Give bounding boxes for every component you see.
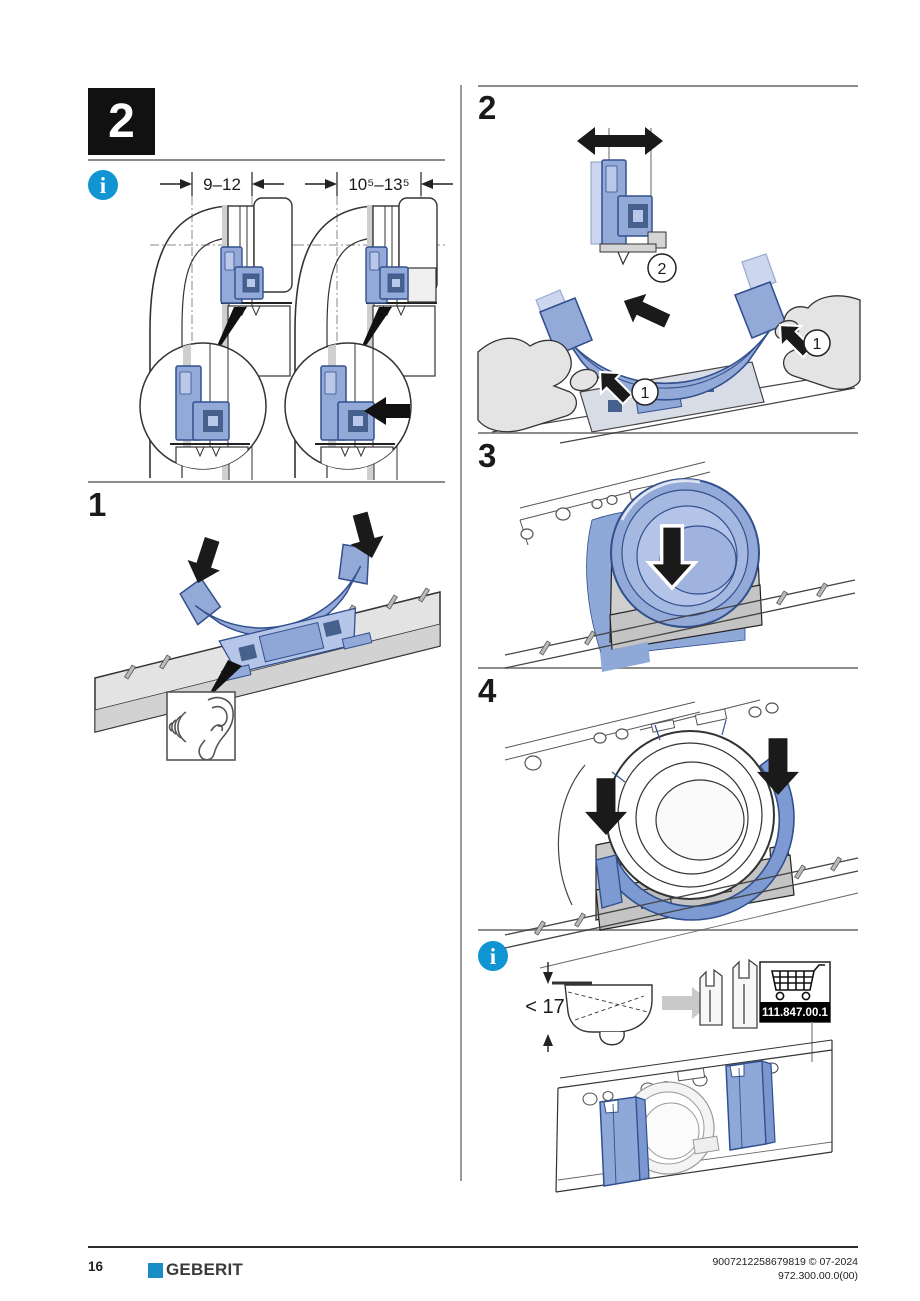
fixing-clip <box>220 246 264 304</box>
footer-page-number: 16 <box>88 1259 104 1274</box>
info-icon: i <box>478 941 508 971</box>
figure-offset-dimensions: 9–12 <box>139 172 453 480</box>
part-number: 111.847.00.1 <box>762 1007 828 1019</box>
elbow-dim-left: 9–12 <box>139 172 300 480</box>
svg-text:2: 2 <box>658 261 667 278</box>
geberit-logo-text: GEBERIT <box>166 1260 243 1279</box>
rule-right-step2 <box>478 85 858 87</box>
wall-opening-below <box>600 642 650 672</box>
pipe-socket-ring <box>605 730 775 900</box>
order-badge: 111.847.00.1 <box>759 961 831 1023</box>
pipe-bracket <box>179 543 373 682</box>
spacer-bracket <box>699 968 723 1026</box>
column-divider <box>460 85 462 1181</box>
elbow-dim-right: 10⁵–13⁵ <box>284 172 453 480</box>
dimension-label-right: 10⁵–13⁵ <box>348 175 409 194</box>
detail-view-right <box>315 343 410 469</box>
callout-1: 1 <box>803 329 831 357</box>
rule-right-step4 <box>478 667 858 669</box>
arrow-remove-icon <box>612 281 678 341</box>
spacer-installed <box>725 1060 776 1151</box>
step-4-heading: 4 <box>478 672 497 709</box>
rule-right-step3 <box>478 432 858 434</box>
step-3-heading: 3 <box>478 437 497 474</box>
figure-step2-release-bracket: 1 1 2 <box>477 253 861 444</box>
svg-text:1: 1 <box>641 385 650 402</box>
fixing-clip <box>365 246 409 304</box>
figure-step1-snap-bracket <box>94 509 441 761</box>
click-pointer <box>206 660 242 700</box>
ear-icon <box>168 696 234 761</box>
click-sound-box <box>166 691 236 761</box>
geberit-logo: GEBERIT <box>148 1260 243 1280</box>
rule-right-note <box>478 929 858 931</box>
callout-1: 1 <box>631 378 659 406</box>
document-version: 972.300.00.0(00) <box>778 1269 858 1282</box>
footer-rule <box>88 1246 858 1248</box>
cart-icon <box>771 964 825 1001</box>
spacer-bracket <box>732 958 758 1029</box>
document-code: 9007212258679819 © 07-2024 <box>712 1256 858 1268</box>
left-hand <box>477 337 577 433</box>
figure-step3-insert-bend <box>504 461 856 672</box>
svg-text:1: 1 <box>813 336 822 353</box>
callout-2: 2 <box>647 253 677 283</box>
arrow-down-icon <box>181 534 229 589</box>
chapter-number: 2 <box>108 95 135 148</box>
arrow-left-icon <box>364 397 410 425</box>
chapter-number-box: 2 <box>88 88 155 155</box>
wc-pan-outline <box>552 981 653 1046</box>
step-2-heading: 2 <box>478 89 497 126</box>
figure-spacers-installed <box>555 1039 833 1193</box>
figure-note-spacers: < 17 <box>525 958 831 1062</box>
arrow-left-right-icon <box>577 127 663 155</box>
rule-left-step1 <box>88 481 445 483</box>
spacer-installed <box>599 1096 650 1187</box>
figure-step4-strap <box>504 699 859 969</box>
dimension-label-left: 9–12 <box>203 175 241 194</box>
height-limit-label: < 17 <box>525 996 564 1018</box>
figure-step2-adjust-clip <box>577 127 667 266</box>
geberit-logo-square <box>148 1262 163 1278</box>
step-1-heading: 1 <box>88 486 107 523</box>
document-info: 9007212258679819 © 07-2024 972.300.00.0(… <box>712 1256 858 1283</box>
info-icon: i <box>88 170 118 200</box>
rule-left-top <box>88 159 445 161</box>
